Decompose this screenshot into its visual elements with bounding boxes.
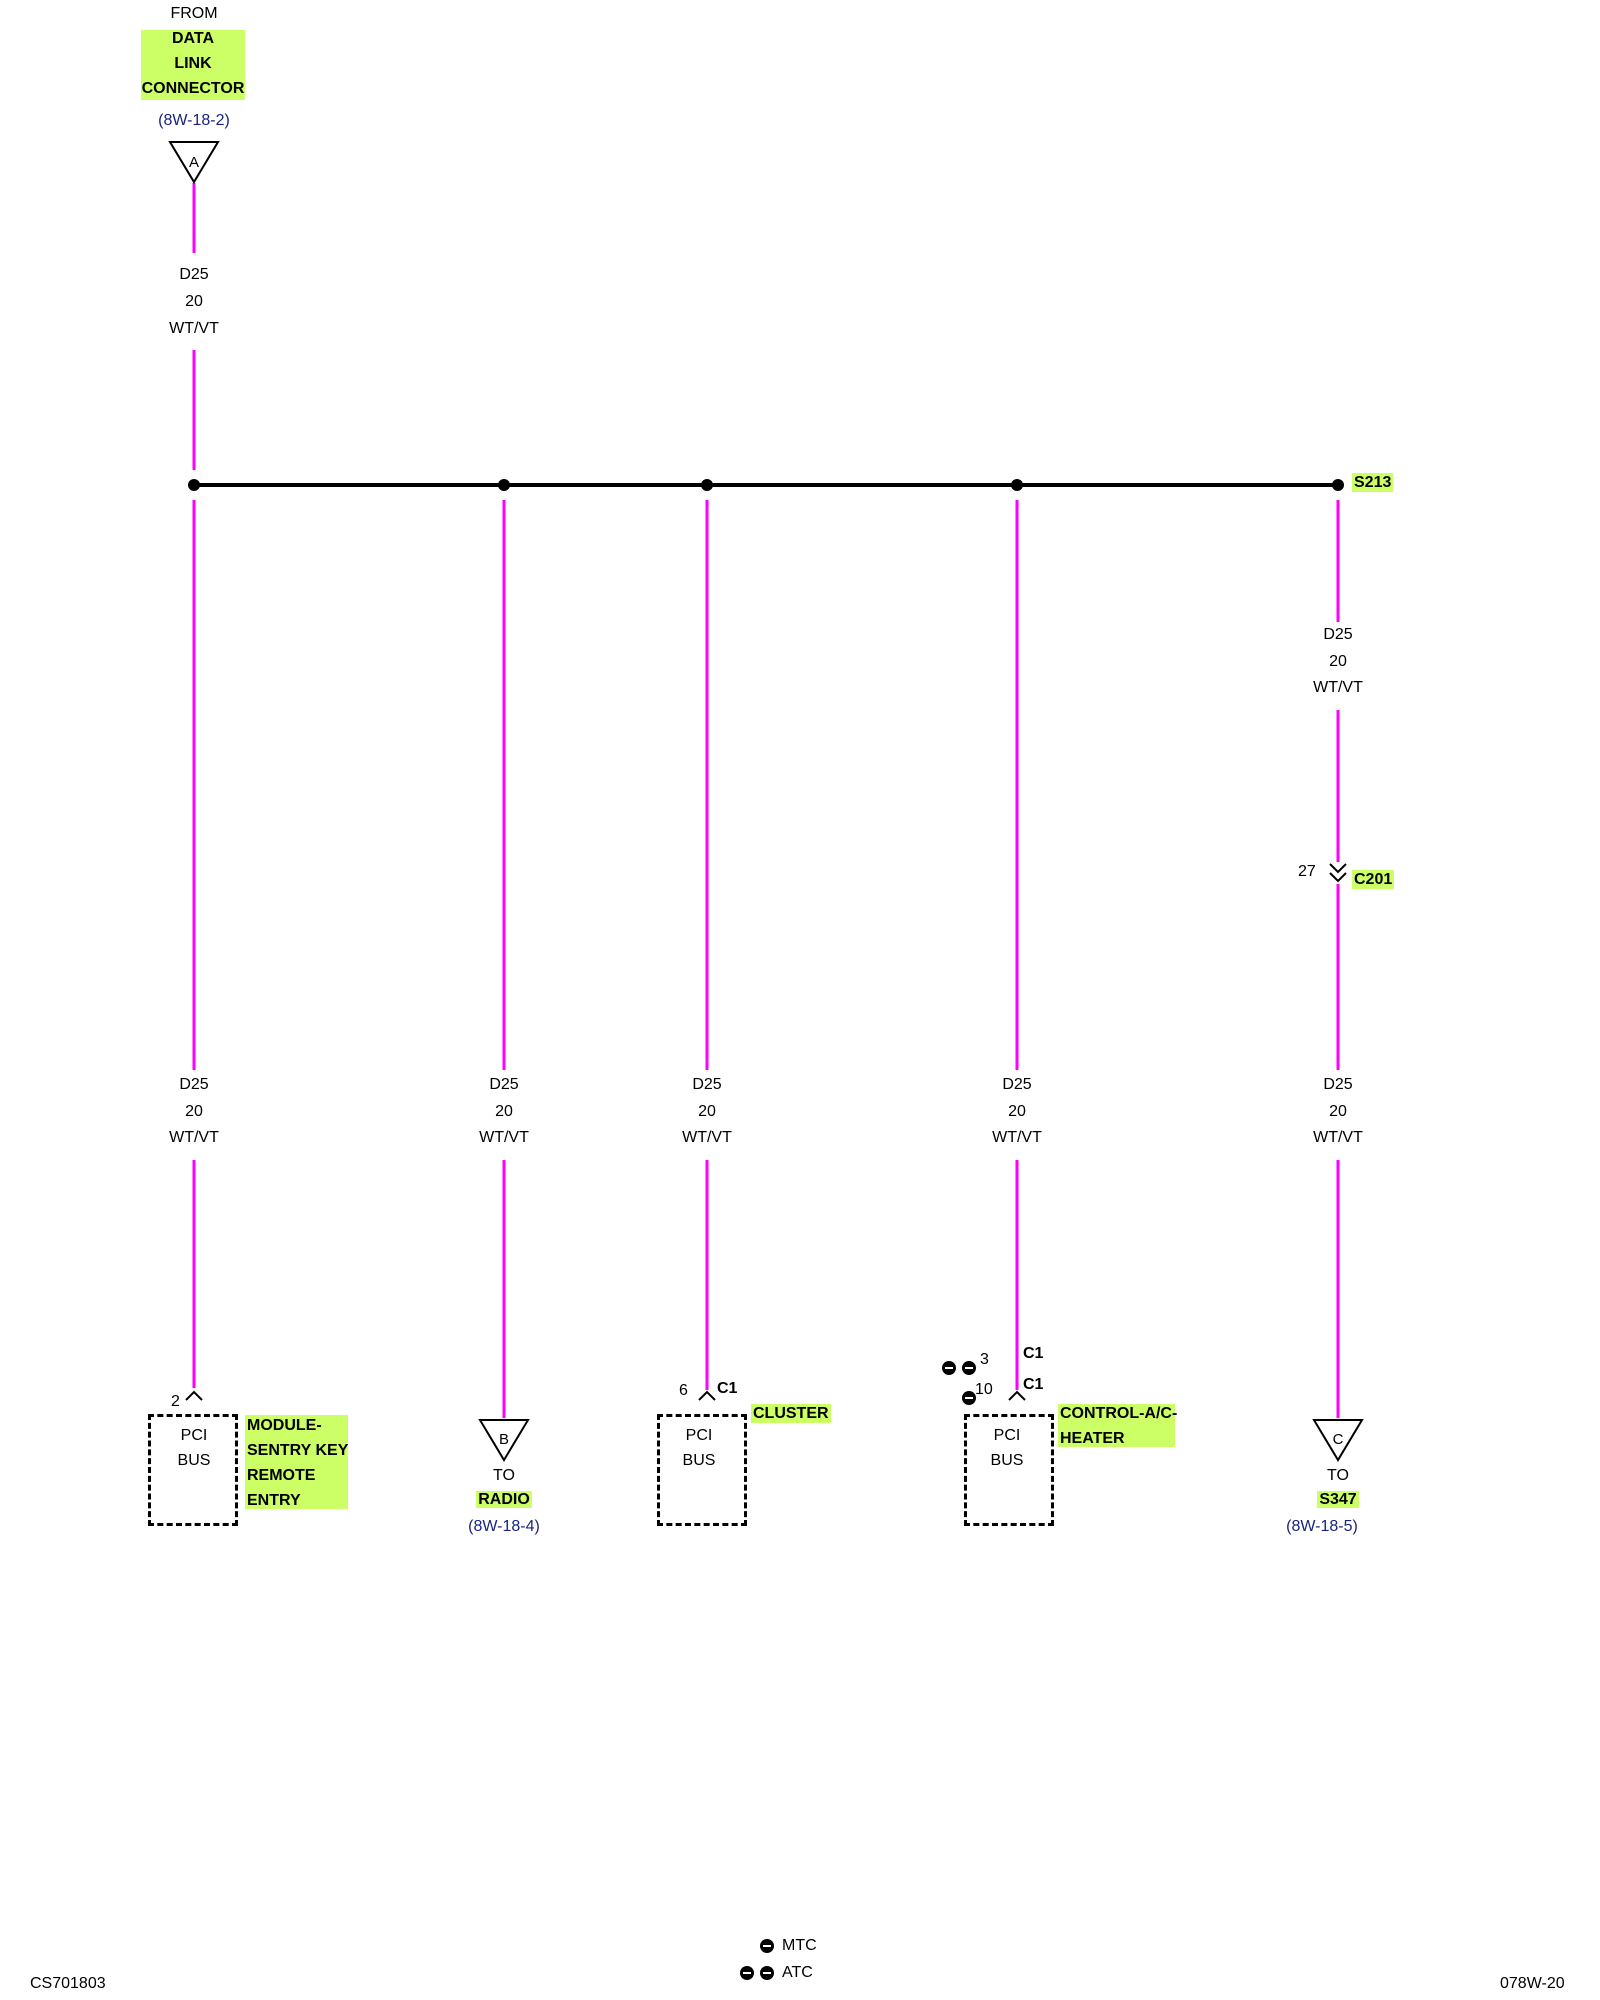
pin-caret-hvac bbox=[1008, 1390, 1026, 1401]
cluster-pin: 6 bbox=[679, 1382, 688, 1399]
connector-c-triangle bbox=[1312, 1419, 1364, 1462]
wire-label-b4-gauge: 20 bbox=[1008, 1103, 1026, 1120]
sentry-name-line-3: REMOTE bbox=[247, 1467, 316, 1484]
cluster-pci-bus-box bbox=[657, 1414, 747, 1526]
wire-label-input-gauge: 20 bbox=[185, 293, 203, 310]
sentry-bus-line-2: BUS bbox=[177, 1452, 211, 1469]
splice-dot-2 bbox=[498, 479, 510, 491]
s347-name-text: S347 bbox=[1317, 1491, 1359, 1508]
wire-label-b2-color: WT/VT bbox=[479, 1129, 529, 1146]
hvac-pin-atc: 3 bbox=[980, 1351, 989, 1368]
sentry-name-block bbox=[245, 1415, 348, 1509]
radio-name: RADIO bbox=[466, 1490, 542, 1509]
source-from-label: FROM bbox=[170, 5, 218, 22]
wire-label-b5-top-color: WT/VT bbox=[1313, 679, 1363, 696]
radio-to-label: TO bbox=[493, 1467, 515, 1484]
legend-mtc-label: MTC bbox=[782, 1937, 817, 1954]
splice-dot-1 bbox=[188, 479, 200, 491]
radio-name-text: RADIO bbox=[476, 1491, 532, 1508]
splice-dot-4 bbox=[1011, 479, 1023, 491]
s347-ref: (8W-18-5) bbox=[1286, 1518, 1358, 1535]
connector-a-letter: A bbox=[189, 154, 199, 171]
wire-label-b5-color: WT/VT bbox=[1313, 1129, 1363, 1146]
c201-label: C201 bbox=[1352, 870, 1395, 889]
wire-label-b5-top-circuit: D25 bbox=[1323, 626, 1353, 643]
footer-left-code: CS701803 bbox=[30, 1975, 106, 1992]
pin-caret-sentry bbox=[185, 1390, 203, 1401]
wire-label-b3-color: WT/VT bbox=[682, 1129, 732, 1146]
sentry-pci-bus-box bbox=[148, 1414, 238, 1526]
c201-chevron-bottom bbox=[1329, 872, 1347, 883]
legend-atc-label: ATC bbox=[782, 1964, 813, 1981]
connector-b-triangle bbox=[478, 1419, 530, 1462]
c201-pin: 27 bbox=[1298, 863, 1316, 880]
connector-a-triangle bbox=[168, 141, 220, 184]
wire-label-b4-circuit: D25 bbox=[1002, 1076, 1032, 1093]
wire-label-input-color: WT/VT bbox=[169, 320, 219, 337]
splice-dot-5 bbox=[1332, 479, 1344, 491]
c201-chevron-top bbox=[1329, 863, 1347, 874]
footer-right-code: 078W-20 bbox=[1500, 1975, 1565, 1992]
wire-label-b3-circuit: D25 bbox=[692, 1076, 722, 1093]
source-name-line-3: CONNECTOR bbox=[141, 80, 245, 97]
splice-label: S213 bbox=[1352, 473, 1394, 492]
splice-dot-3 bbox=[701, 479, 713, 491]
hvac-name-line-2: HEATER bbox=[1060, 1430, 1125, 1447]
wire-label-b4-color: WT/VT bbox=[992, 1129, 1042, 1146]
connector-c-letter: C bbox=[1333, 1431, 1344, 1448]
wire-label-b5-top-gauge: 20 bbox=[1329, 653, 1347, 670]
hvac-bus-line-1: PCI bbox=[993, 1427, 1021, 1444]
wire-label-b2-circuit: D25 bbox=[489, 1076, 519, 1093]
wire-label-b1-circuit: D25 bbox=[179, 1076, 209, 1093]
wire-label-b5-circuit: D25 bbox=[1323, 1076, 1353, 1093]
wire-label-b5-gauge: 20 bbox=[1329, 1103, 1347, 1120]
hvac-conn-mtc: C1 bbox=[1023, 1376, 1044, 1393]
source-ref: (8W-18-2) bbox=[158, 112, 230, 129]
sentry-pin: 2 bbox=[171, 1393, 180, 1410]
cluster-conn: C1 bbox=[717, 1380, 738, 1397]
sentry-name-line-2: SENTRY KEY bbox=[247, 1442, 349, 1459]
wire-label-b3-gauge: 20 bbox=[698, 1103, 716, 1120]
hvac-pin-mtc: 10 bbox=[975, 1381, 993, 1398]
wire-label-input-circuit: D25 bbox=[179, 266, 209, 283]
sentry-bus-line-1: PCI bbox=[180, 1427, 208, 1444]
sentry-name-line-4: ENTRY bbox=[247, 1492, 301, 1509]
sentry-name-line-1: MODULE- bbox=[247, 1417, 322, 1434]
s347-to-label: TO bbox=[1327, 1467, 1349, 1484]
wire-label-b2-gauge: 20 bbox=[495, 1103, 513, 1120]
source-name-line-2: LINK bbox=[174, 55, 212, 72]
hvac-bus-line-2: BUS bbox=[990, 1452, 1024, 1469]
s347-name: S347 bbox=[1300, 1490, 1376, 1509]
connector-b-letter: B bbox=[499, 1431, 509, 1448]
source-name-line-1: DATA bbox=[171, 30, 215, 47]
source-name-block bbox=[141, 30, 245, 100]
cluster-name: CLUSTER bbox=[751, 1404, 831, 1423]
cluster-bus-line-1: PCI bbox=[685, 1427, 713, 1444]
wire-label-b1-gauge: 20 bbox=[185, 1103, 203, 1120]
cluster-bus-line-2: BUS bbox=[682, 1452, 716, 1469]
pin-caret-cluster bbox=[698, 1390, 716, 1401]
radio-ref: (8W-18-4) bbox=[468, 1518, 540, 1535]
wire-label-b1-color: WT/VT bbox=[169, 1129, 219, 1146]
hvac-pci-bus-box bbox=[964, 1414, 1054, 1526]
hvac-name-line-1: CONTROL-A/C- bbox=[1060, 1405, 1178, 1422]
hvac-name-block bbox=[1058, 1404, 1175, 1447]
hvac-conn-atc: C1 bbox=[1023, 1345, 1044, 1362]
